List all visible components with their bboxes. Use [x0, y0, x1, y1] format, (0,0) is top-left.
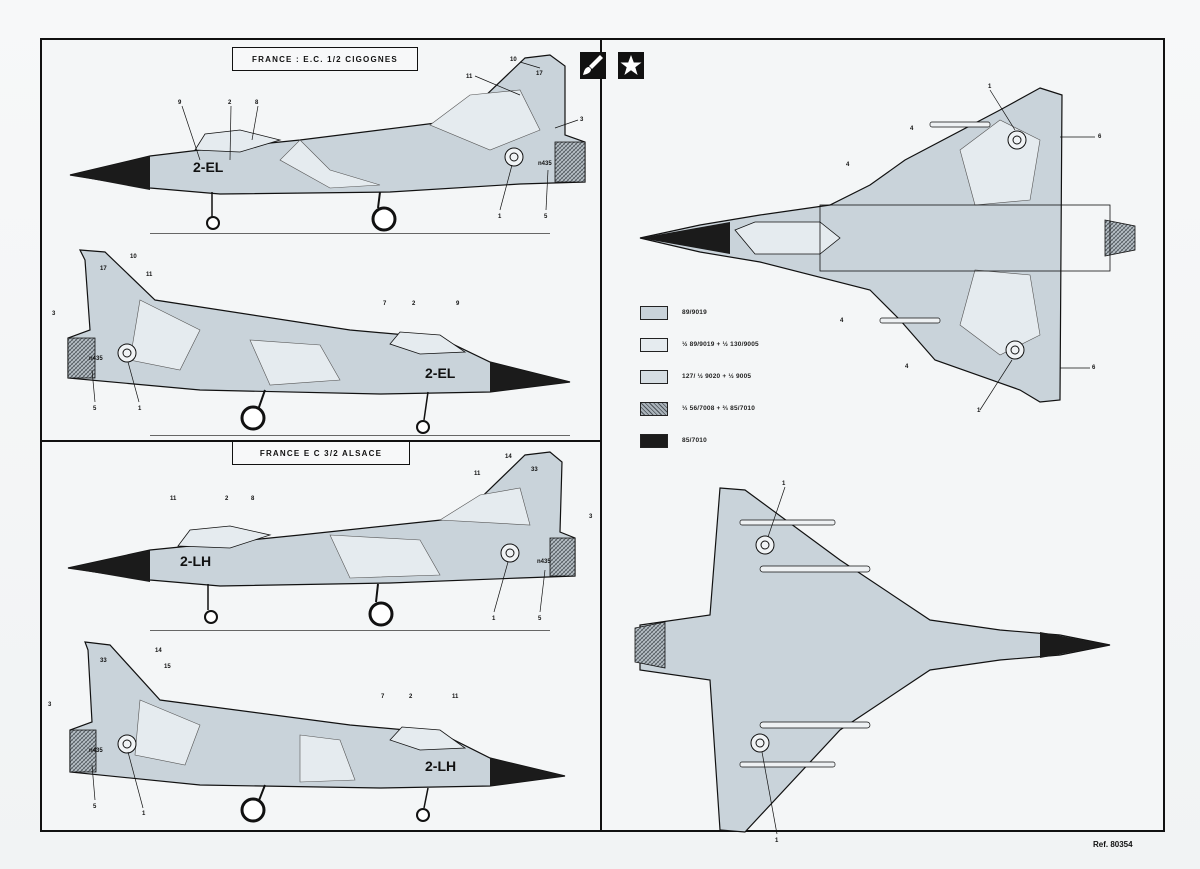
callout-13: 11: [466, 74, 473, 80]
star-icon: [618, 52, 644, 79]
paint-brush-icon: [580, 52, 606, 79]
legend-row: 127/ ½ 9020 + ½ 9005: [640, 369, 780, 384]
side-view-ec32-right: 2-LH 33 n435: [69, 641, 566, 823]
fuselage-code-ec12: 2-EL: [193, 159, 224, 175]
callout-2c: 2: [225, 496, 229, 502]
unit-banner-ec12: FRANCE : E.C. 1/2 CIGOGNES: [232, 47, 418, 71]
callout-10: 10: [510, 57, 517, 63]
callout-9b: 9: [456, 301, 460, 307]
fuselage-code-ec12-right: 2-EL: [425, 365, 456, 381]
legend-row: 85/7010: [640, 433, 780, 448]
callout-1: 1: [498, 214, 502, 220]
callout-8: 8: [255, 100, 259, 106]
callout-6b: 6: [1092, 365, 1096, 371]
callout-13d: 11: [452, 694, 459, 700]
callout-10b: 10: [130, 254, 137, 260]
fuselage-code-ec32-right: 2-LH: [425, 758, 456, 774]
legend-swatch: [640, 305, 668, 320]
legend-label: 127/ ½ 9020 + ½ 9005: [682, 373, 752, 380]
side-view-ec12-right: 2-EL 17 n435: [67, 249, 571, 436]
callout-1c: 1: [492, 616, 496, 622]
tail-number-ec12: 17: [536, 71, 543, 77]
callout-1b: 1: [138, 406, 142, 412]
callout-3: 3: [580, 117, 584, 123]
legend-row: ½ 89/9019 + ½ 130/9005: [640, 337, 780, 352]
callout-13b: 11: [170, 496, 177, 502]
legend-label: 85/7010: [682, 437, 707, 444]
bottom-view: [634, 487, 1111, 833]
legend-label: ⅓ 56/7008 + ⅔ 85/7010: [682, 405, 756, 412]
horizontal-divider: [40, 440, 600, 442]
serial-ec12-right: n435: [89, 356, 103, 362]
leader-lines: [91, 61, 1095, 835]
vertical-divider: [600, 38, 602, 832]
callout-2b: 2: [412, 301, 416, 307]
callout-5: 5: [544, 214, 548, 220]
callout-9: 9: [178, 100, 182, 106]
unit-banner-ec32: FRANCE E C 3/2 ALSACE: [232, 441, 410, 465]
callout-2d: 2: [409, 694, 413, 700]
legend-swatch: [640, 401, 668, 416]
callout-13c: 11: [474, 471, 481, 477]
legend-swatch: [640, 337, 668, 352]
callout-7: 7: [383, 301, 387, 307]
callout-5d: 5: [93, 804, 97, 810]
serial-ec32-right: n435: [89, 748, 103, 754]
callout-8b: 8: [251, 496, 255, 502]
callout-1g: 1: [782, 481, 786, 487]
callout-4c: 4: [840, 318, 844, 324]
callout-14: 14: [505, 454, 512, 460]
legend-swatch: [640, 369, 668, 384]
callout-2: 2: [228, 100, 232, 106]
top-view: [639, 87, 1136, 403]
callout-4d: 4: [905, 364, 909, 370]
callout-11: 11: [146, 272, 153, 278]
callout-14b: 14: [155, 648, 162, 654]
callout-6: 6: [1098, 134, 1102, 140]
callout-4: 4: [910, 126, 914, 132]
callout-1f: 1: [977, 408, 981, 414]
legend-label: 89/9019: [682, 309, 707, 316]
serial-ec32: n435: [537, 559, 551, 565]
reference-number: Ref. 80354: [1093, 840, 1133, 849]
callout-5c: 5: [538, 616, 542, 622]
callout-5b: 5: [93, 406, 97, 412]
callout-numbers: 9 2 8 11 10 3 1 5 10 11 3 7 2 9 5 1 11 2…: [48, 57, 1102, 844]
callout-15: 15: [164, 664, 171, 670]
legend-row: ⅓ 56/7008 + ⅔ 85/7010: [640, 401, 780, 416]
callout-1d: 1: [142, 811, 146, 817]
callout-7b: 7: [381, 694, 385, 700]
callout-3d: 3: [48, 702, 52, 708]
callout-1h: 1: [775, 838, 779, 844]
color-legend: 89/9019 ½ 89/9019 + ½ 130/9005 127/ ½ 90…: [640, 305, 780, 465]
fuselage-code-ec32: 2-LH: [180, 553, 211, 569]
tail-number-ec12-right: 17: [100, 266, 107, 272]
callout-1e: 1: [988, 84, 992, 90]
tail-number-ec32: 33: [531, 467, 538, 473]
tail-number-ec32-right: 33: [100, 658, 107, 664]
callout-4b: 4: [846, 162, 850, 168]
serial-ec12: n435: [538, 161, 552, 167]
legend-label: ½ 89/9019 + ½ 130/9005: [682, 341, 759, 348]
side-view-ec32-left: 2-LH 33 n435: [67, 451, 576, 631]
side-view-ec12-left: 2-EL 17 n435: [69, 54, 586, 234]
legend-row: 89/9019: [640, 305, 780, 320]
legend-swatch: [640, 433, 668, 448]
callout-3b: 3: [52, 311, 56, 317]
callout-3c: 3: [589, 514, 593, 520]
